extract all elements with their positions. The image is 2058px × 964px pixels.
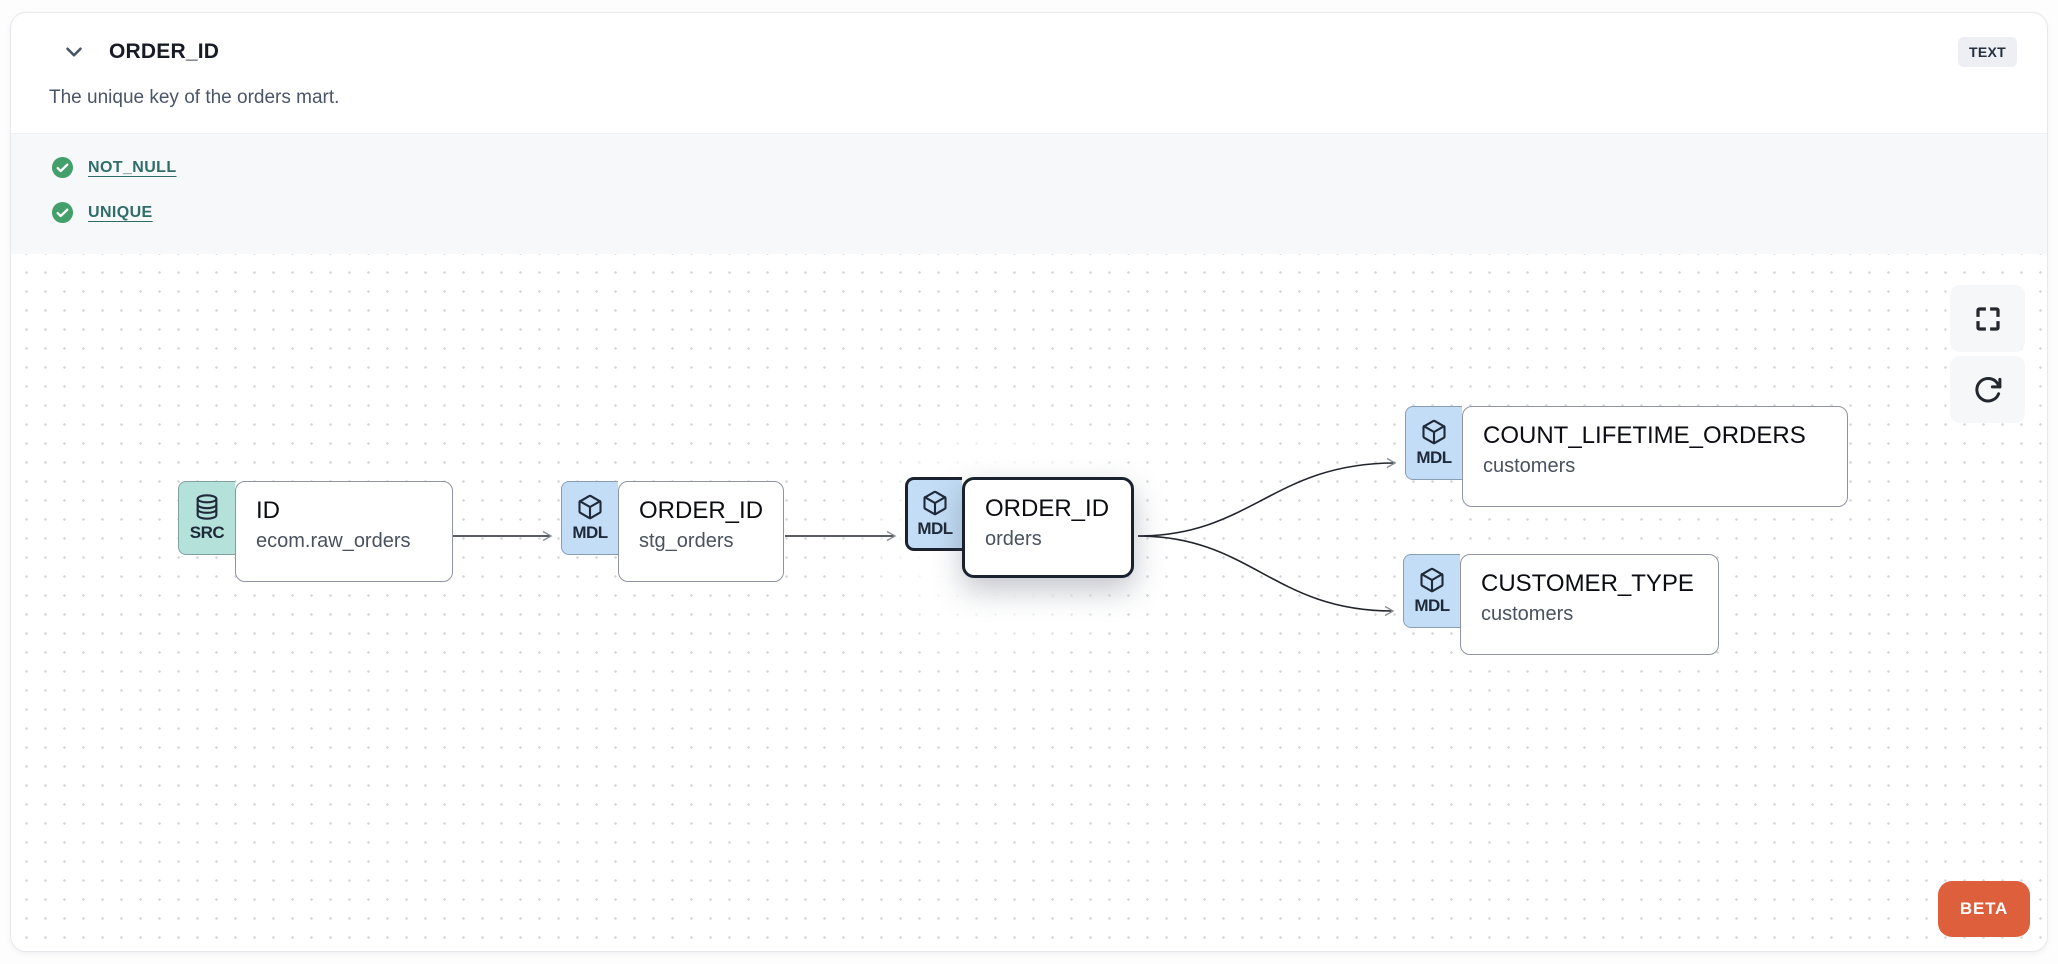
fullscreen-icon [1975,306,2000,331]
node-body: ORDER_ID orders [962,477,1134,578]
column-header: ORDER_ID TEXT [11,13,2047,67]
node-badge-label: SRC [189,523,225,542]
collapse-button[interactable] [61,39,87,65]
node-body: ORDER_ID stg_orders [618,481,784,582]
refresh-icon [1974,376,2001,402]
node-subtitle: orders [985,528,1042,550]
column-description: The unique key of the orders mart. [49,87,340,108]
node-type-badge: SRC [178,481,235,555]
cube-icon [1422,419,1446,445]
node-title: COUNT_LIFETIME_ORDERS [1483,422,1806,449]
test-row: NOT_NULL [51,156,2047,179]
cube-icon [923,490,947,516]
lineage-node-id[interactable]: SRC ID ecom.raw_orders [178,481,453,582]
check-circle-icon [51,201,74,224]
chevron-down-icon [66,47,82,57]
test-link-not-null[interactable]: NOT_NULL [88,158,177,176]
beta-badge: BETA [1938,881,2030,937]
refresh-button[interactable] [1950,356,2025,423]
node-badge-label: MDL [1414,596,1450,615]
node-subtitle: ecom.raw_orders [256,530,411,552]
node-body: COUNT_LIFETIME_ORDERS customers [1462,406,1848,507]
lineage-node-count-lifetime-orders[interactable]: MDL COUNT_LIFETIME_ORDERS customers [1405,406,1848,507]
canvas-controls [1950,285,2025,423]
cube-icon [1420,567,1444,593]
node-title: ORDER_ID [639,497,764,524]
node-badge-label: MDL [1416,448,1452,467]
node-badge-label: MDL [917,519,953,538]
node-type-badge: MDL [1403,554,1460,628]
node-type-badge: MDL [1405,406,1462,480]
lineage-edges [453,457,1397,617]
lineage-node-orders-selected[interactable]: MDL ORDER_ID orders [905,477,1134,578]
test-link-unique[interactable]: UNIQUE [88,203,153,221]
lineage-node-stg-orders[interactable]: MDL ORDER_ID stg_orders [561,481,784,582]
node-badge-label: MDL [572,523,608,542]
column-detail-card: ORDER_ID TEXT The unique key of the orde… [10,12,2048,952]
fullscreen-button[interactable] [1950,285,2025,352]
database-icon [196,494,218,520]
type-badge: TEXT [1958,37,2017,67]
column-title: ORDER_ID [109,40,220,63]
cube-icon [578,494,602,520]
lineage-node-customer-type[interactable]: MDL CUSTOMER_TYPE customers [1403,554,1719,655]
node-type-badge: MDL [905,477,962,551]
check-circle-icon [51,156,74,179]
tests-section: NOT_NULL UNIQUE [11,133,2047,254]
node-title: ORDER_ID [985,495,1110,522]
test-row: UNIQUE [51,201,2047,224]
node-body: ID ecom.raw_orders [235,481,453,582]
lineage-canvas[interactable]: SRC ID ecom.raw_orders MDL ORDER_ID stg_… [11,254,2047,951]
node-subtitle: customers [1481,603,1574,625]
node-title: CUSTOMER_TYPE [1481,570,1694,597]
node-type-badge: MDL [561,481,618,555]
node-subtitle: customers [1483,455,1576,477]
node-subtitle: stg_orders [639,530,734,552]
node-body: CUSTOMER_TYPE customers [1460,554,1719,655]
node-title: ID [256,497,280,524]
